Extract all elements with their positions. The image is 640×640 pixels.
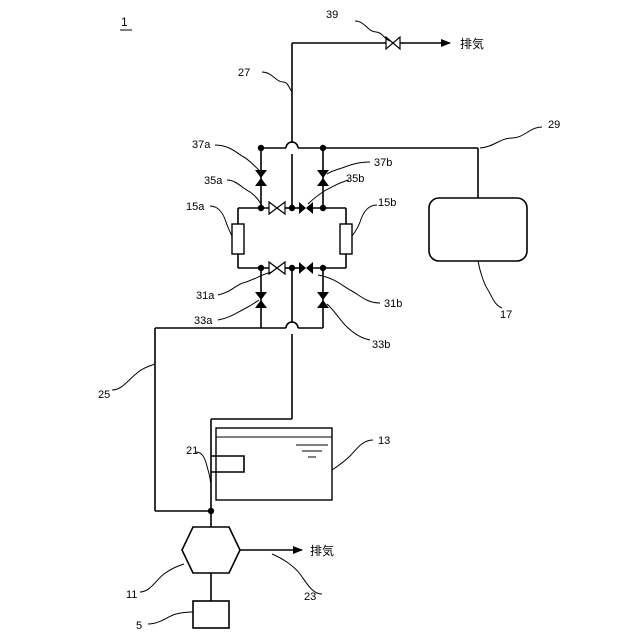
filter-branch-right	[340, 208, 352, 268]
valve-35a	[269, 202, 285, 214]
motor-5	[193, 601, 229, 628]
junction-dot	[258, 145, 264, 151]
figure-number: 1	[121, 15, 128, 29]
pipe-27	[286, 43, 450, 208]
label-25: 25	[98, 389, 110, 401]
label-exhaust-top: 排気	[460, 36, 484, 51]
label-21: 21	[186, 445, 198, 457]
valve-37b	[317, 170, 329, 186]
label-exhaust-bottom: 排気	[310, 543, 334, 558]
label-31a: 31a	[196, 290, 215, 302]
junction-dot	[289, 205, 295, 211]
label-17: 17	[500, 309, 512, 321]
filter-15a	[232, 224, 244, 254]
label-35b: 35b	[346, 173, 364, 185]
valve-35b	[299, 202, 313, 214]
label-23: 23	[304, 591, 316, 603]
label-31b: 31b	[384, 298, 402, 310]
label-33a: 33a	[194, 315, 213, 327]
label-27: 27	[238, 67, 250, 79]
label-5: 5	[136, 620, 142, 632]
label-29: 29	[548, 119, 560, 131]
label-33b: 33b	[372, 339, 390, 351]
valve-33a	[255, 292, 267, 308]
valve-33b	[317, 292, 329, 308]
container-17	[429, 198, 527, 261]
label-11: 11	[126, 589, 137, 601]
valve-39	[386, 37, 400, 49]
valve-lower-right	[299, 262, 313, 274]
junction-dot	[320, 145, 326, 151]
label-35a: 35a	[204, 175, 223, 187]
filter-branch-left	[232, 208, 244, 268]
junction-dot	[258, 205, 264, 211]
label-15a: 15a	[186, 201, 205, 213]
leader-lines	[112, 21, 542, 624]
pump-11	[182, 527, 240, 573]
valve-37a	[255, 170, 267, 186]
label-37b: 37b	[374, 157, 392, 169]
label-39: 39	[326, 9, 338, 21]
label-13: 13	[378, 435, 390, 447]
junction-dot	[320, 205, 326, 211]
label-37a: 37a	[192, 139, 211, 151]
tank-13	[216, 428, 332, 500]
label-15b: 15b	[378, 197, 396, 209]
filter-15b	[340, 224, 352, 254]
